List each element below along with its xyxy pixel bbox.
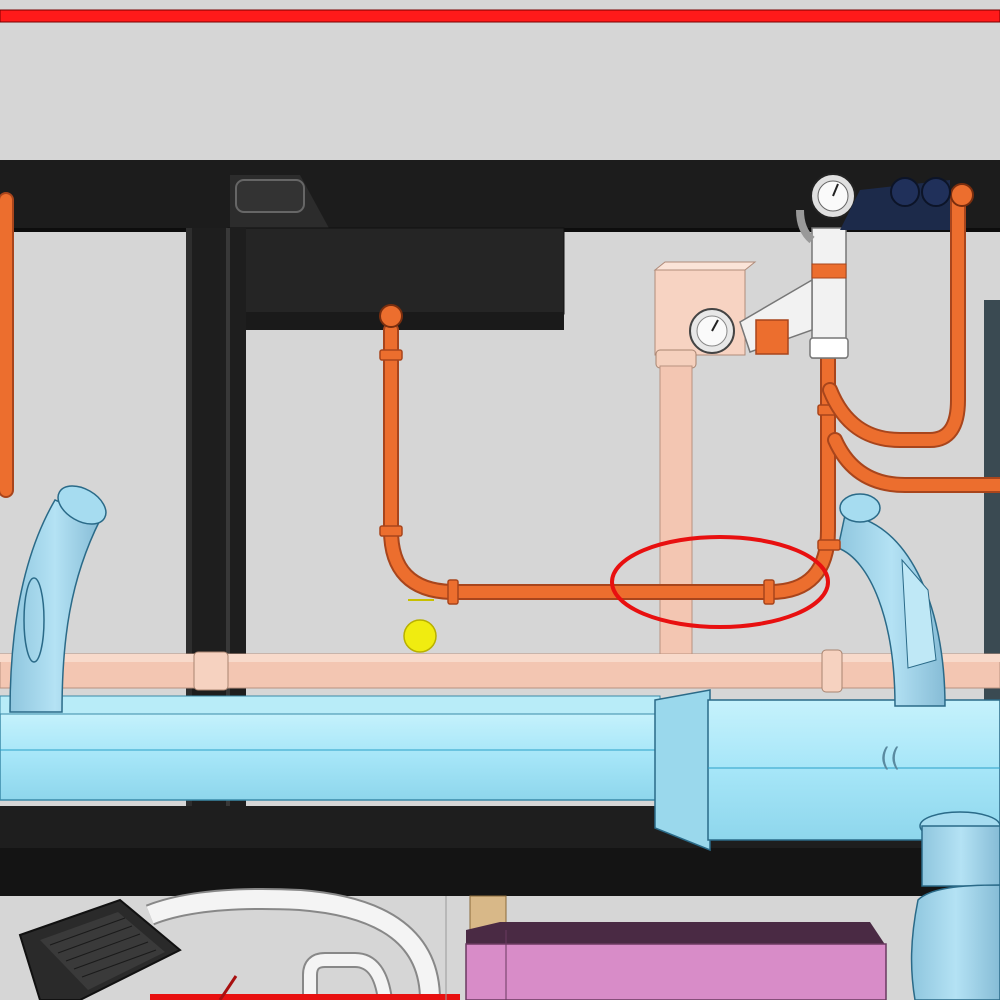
pink-vertical-pipe[interactable] — [659, 365, 693, 667]
orange-pipe-end-cap-right — [950, 183, 974, 207]
duct-elbow-left[interactable] — [9, 478, 113, 713]
clash-highlight-ellipse[interactable] — [610, 535, 830, 629]
duct-main[interactable]: (( — [0, 689, 1000, 852]
magenta-equipment-box[interactable] — [465, 922, 887, 1000]
steel-column-right[interactable] — [984, 300, 1000, 700]
duct-elbow-right[interactable] — [837, 493, 946, 707]
svg-text:((: (( — [880, 743, 900, 773]
location-marker-icon[interactable] — [403, 599, 437, 653]
redline-top — [0, 9, 1000, 23]
redline-bottom — [150, 975, 460, 1000]
orange-pipe-branches-right[interactable] — [822, 192, 1000, 493]
pipe-gauge-icon-top — [810, 173, 856, 219]
beam-slot — [235, 179, 305, 213]
pink-horizontal-pipe[interactable] — [0, 649, 1000, 693]
duct-drop-bottom-right[interactable] — [910, 811, 1000, 1000]
pink-coupling-top — [655, 349, 697, 369]
pipe-gauge-icon-left — [689, 308, 735, 354]
orange-pipe-fittings — [379, 349, 841, 605]
navy-pipe-ends — [840, 177, 951, 230]
white-pipe-loop[interactable] — [145, 888, 441, 1000]
orange-pipe-main[interactable] — [383, 252, 836, 600]
dark-grille-equipment[interactable] — [18, 898, 182, 1000]
white-tee-fitting[interactable] — [739, 209, 849, 359]
orange-pipe-end-cap — [379, 304, 403, 328]
